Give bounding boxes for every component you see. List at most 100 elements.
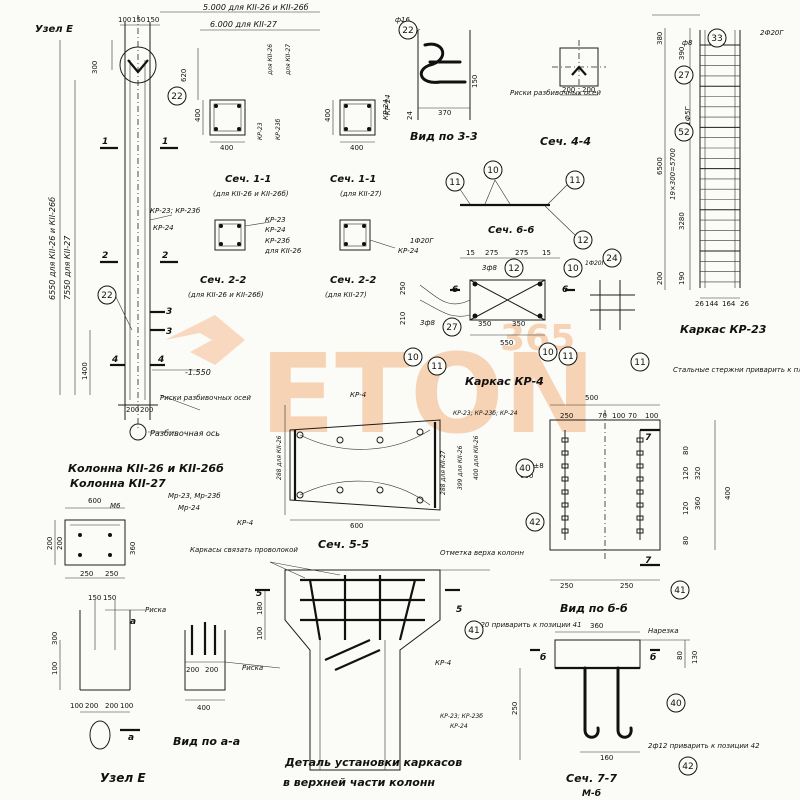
dim-text: 80 <box>676 651 684 660</box>
dim-text: 3280 <box>678 212 686 230</box>
callout-balloon: 27 <box>442 317 462 337</box>
dim-text: 210 <box>399 312 407 325</box>
dim-text: 390 <box>678 47 686 60</box>
top-mark-note: Отметка верха колонн <box>440 549 524 557</box>
view-3-3 <box>399 19 471 120</box>
kr23-sec2-a: КР-23 <box>265 216 286 224</box>
callout-number: 11 <box>562 352 573 362</box>
notch-note: Нарезка <box>648 627 679 635</box>
kr4-label-a: КР-4 <box>350 391 366 399</box>
kr4-dots <box>296 428 424 504</box>
dim-text: 120 <box>682 467 690 480</box>
anchor-bar <box>636 515 644 521</box>
callout-number: 40 <box>670 699 682 709</box>
dim-text: 250 <box>620 582 633 590</box>
callout-number: 27 <box>446 323 457 333</box>
section-mark-4-right: 4 <box>157 355 164 365</box>
weld-20-note: 2ф20 приварить к позиции 41 <box>470 621 582 629</box>
logo-mark-icon <box>165 315 245 365</box>
dim-text: 400 <box>220 144 233 152</box>
sec-5-5-title: Сеч. 5-5 <box>318 538 369 551</box>
cage-kr23-title: Каркас КР-23 <box>680 323 767 336</box>
anchor-bar <box>636 476 644 482</box>
kr24-note: КР-24 <box>153 224 174 232</box>
section-mark-2-right: 2 <box>162 251 168 261</box>
anchor-bar <box>561 515 569 521</box>
sec-7-7-subtitle: М-б <box>582 788 601 799</box>
callout-balloon: 33 <box>707 28 727 48</box>
dim-text: 1400 <box>81 362 89 380</box>
node-e-circle <box>119 46 157 84</box>
weld-point <box>416 496 424 504</box>
section-mark-1-left: 1 <box>102 137 108 147</box>
sec-1-1-b-subtitle: (для КII-27) <box>340 190 382 198</box>
kii26b-vertical-a: для КII-27 <box>285 44 292 76</box>
dim-text: 190 <box>678 272 686 285</box>
dim-text: 250 <box>399 282 407 295</box>
kr23-kr24-list: КР-23; КР-23б; КР-24 <box>453 410 518 417</box>
elevation-note-5000: 5.000 для КII-26 и КII-26б <box>203 3 309 12</box>
callout-number: 10 <box>567 264 579 274</box>
callout-number: 12 <box>577 236 588 246</box>
razb-axis-note: Разбивочная ось <box>150 429 220 438</box>
anchor-bar <box>636 528 644 534</box>
dim-text: 100 <box>51 662 59 675</box>
watermark-logo: ETON 365 <box>165 315 596 458</box>
callout-number: 22 <box>402 26 413 36</box>
cage-link-note: Каркасы связать проволокой <box>190 546 298 554</box>
dim-text: 200 <box>186 666 199 674</box>
mr24-note-cage: КР-24 <box>398 247 419 255</box>
dim-text: 600 <box>88 497 101 505</box>
callout-balloon: 10 <box>563 258 583 278</box>
anchor-bar <box>636 502 644 508</box>
section-mark-b-left: б <box>540 652 546 663</box>
section-mark-b-right: б <box>650 652 656 663</box>
kr4-dim-288-a: 288 для КII-26 <box>276 435 283 480</box>
kr4-label-c: КР-4 <box>435 659 451 667</box>
dim-text: 400 <box>724 487 732 500</box>
dim-text: 400 <box>350 144 363 152</box>
weld-12-note: 2ф12 приварить к позиции 42 <box>648 742 760 750</box>
section-mark-7-top: 7 <box>645 433 652 443</box>
bar-note-11f5: 11Ф5Г <box>684 106 692 130</box>
section-mark-2-left: 2 <box>102 251 108 261</box>
dim-text: 400 <box>197 704 210 712</box>
dim-text: 360 <box>694 497 702 510</box>
dim-text: 150 <box>88 594 101 602</box>
dim-text: 100 <box>118 16 131 24</box>
callout-number: 11 <box>449 178 460 188</box>
weld-point <box>296 491 304 499</box>
height-note-6550: 6550 для КII-26 и КII-26б <box>48 197 57 300</box>
dim-text: 150 <box>103 594 116 602</box>
sec-2-2-b-subtitle: (для КII-27) <box>325 291 367 299</box>
view-a-a-title: Вид по а-а <box>173 735 240 748</box>
dim-text: 120 <box>682 502 690 515</box>
kr23b-sec2-b: КР-23б <box>265 237 291 245</box>
detail-caption-2: в верхней части колонн <box>283 776 435 789</box>
view-b-b-title: Вид по б-б <box>560 602 628 615</box>
kii26-vertical-a: для КII-26 <box>267 44 274 76</box>
section-2-2-a <box>214 219 271 251</box>
bar-note-1f20: 1Ф20Г <box>410 237 434 245</box>
dim-text: 360 <box>129 542 137 555</box>
callout-number: 11 <box>431 362 442 372</box>
anchor-bar <box>561 476 569 482</box>
dim-text: 370 <box>438 109 451 117</box>
callout-balloon: 11 <box>558 346 578 366</box>
callout-number: 27 <box>678 71 689 81</box>
dim-text: 144 <box>705 300 719 308</box>
section-mark-5-left: 5 <box>256 589 262 599</box>
callout-number: 10 <box>542 348 554 358</box>
section-mark-3-top: 3 <box>166 307 172 317</box>
callout-balloon: 22 <box>97 285 117 305</box>
detail-caption-1: Деталь установки каркасов <box>284 756 462 769</box>
weld-point <box>336 436 344 444</box>
view-3-3-title: Вид по 3-3 <box>410 130 478 143</box>
kr24-sec2-a: КР-24 <box>265 226 286 234</box>
dim-text: 200 <box>656 272 664 285</box>
callout-balloon: 11 <box>630 352 650 372</box>
dim-text: 200 <box>105 702 118 710</box>
callout-number: 22 <box>171 92 182 102</box>
bar-3f8-b: 3ф8 <box>420 319 435 327</box>
